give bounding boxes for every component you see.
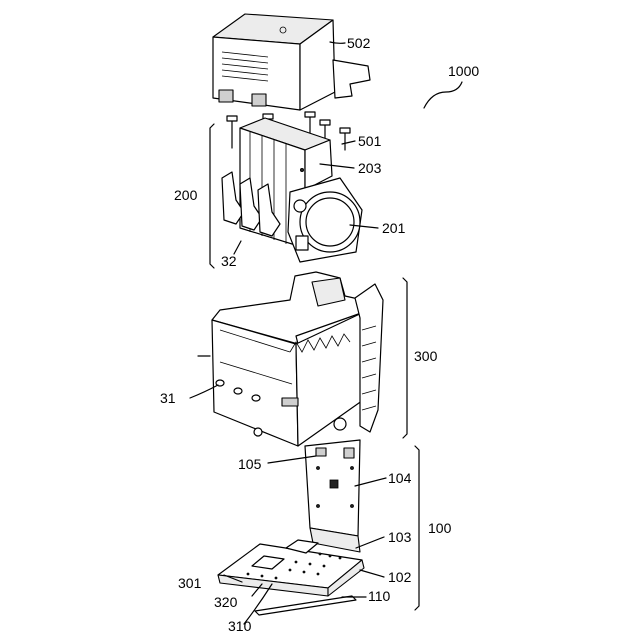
label-203: 203 bbox=[358, 160, 382, 176]
label-102: 102 bbox=[388, 569, 412, 585]
bracket-300 bbox=[403, 278, 407, 438]
label-310: 310 bbox=[228, 618, 252, 634]
label-201: 201 bbox=[382, 220, 406, 236]
label-110: 110 bbox=[368, 588, 391, 604]
label-200: 200 bbox=[174, 187, 198, 203]
label-32: 32 bbox=[221, 253, 237, 269]
label-104: 104 bbox=[388, 470, 412, 486]
label-1000: 1000 bbox=[448, 63, 479, 79]
label-300: 300 bbox=[414, 348, 438, 364]
label-501: 501 bbox=[358, 133, 382, 149]
label-103: 103 bbox=[388, 529, 412, 545]
bracket-200 bbox=[210, 124, 214, 268]
label-502: 502 bbox=[347, 35, 371, 51]
module-part-200 bbox=[222, 118, 362, 262]
bracket-100 bbox=[415, 446, 419, 610]
label-100: 100 bbox=[428, 520, 452, 536]
label-105: 105 bbox=[238, 456, 262, 472]
strip-part-110 bbox=[255, 596, 356, 615]
label-301: 301 bbox=[178, 575, 202, 591]
label-31: 31 bbox=[160, 390, 176, 406]
cover-part-502 bbox=[213, 14, 370, 110]
label-320: 320 bbox=[214, 594, 238, 610]
frame-part-300 bbox=[212, 272, 383, 446]
